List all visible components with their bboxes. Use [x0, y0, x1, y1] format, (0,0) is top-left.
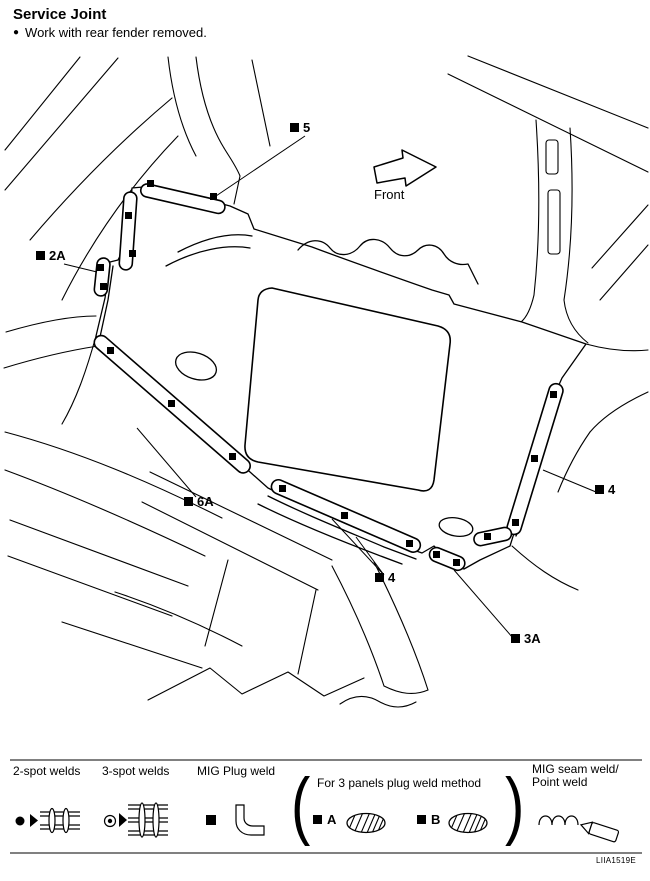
note-text: Work with rear fender removed. — [25, 25, 207, 40]
mig-plug-square-icon — [375, 573, 384, 582]
mig-plug-square-icon — [595, 485, 604, 494]
callout-label: 3A — [524, 631, 541, 646]
body-structure-lines — [3, 55, 649, 708]
legend-migplug-label: MIG Plug weld — [197, 764, 276, 778]
2-spot-weld-symbol — [15, 807, 80, 834]
legend-divider-lines — [10, 759, 642, 854]
3-panels-weld-a-symbol — [346, 812, 386, 834]
panel-a-item: A — [313, 813, 336, 826]
3-spot-weld-symbol — [103, 802, 168, 838]
mig-plug-weld-symbol — [206, 804, 265, 836]
callout-label: 2A — [49, 248, 66, 263]
mig-plug-square-icon — [184, 497, 193, 506]
callout-label: 5 — [303, 120, 311, 135]
paren-close-glyph: ) — [505, 762, 525, 848]
page-title: Service Joint — [13, 6, 107, 23]
legend-3panels-title: For 3 panels plug weld method — [317, 776, 482, 790]
callout-label: 4 — [608, 482, 616, 497]
mig-plug-square-icon — [36, 251, 45, 260]
callout-4-right: 4 — [595, 483, 615, 496]
callout-6a: 6A — [184, 495, 214, 508]
panel-a-label: A — [327, 812, 337, 827]
callout-label: 4 — [388, 570, 396, 585]
mig-plug-square-icon — [290, 123, 299, 132]
legend-3spot-label: 3-spot welds — [102, 764, 170, 778]
panel-b-label: B — [431, 812, 441, 827]
callout-5: 5 — [290, 121, 310, 134]
mig-plug-square-icon — [313, 815, 322, 824]
callout-2a: 2A — [36, 249, 66, 262]
paren-open-glyph: ( — [291, 762, 311, 848]
callout-4-bottom: 4 — [375, 571, 395, 584]
callout-3a: 3A — [511, 632, 541, 645]
mig-seam-weld-symbol — [538, 815, 620, 843]
legend-seam-label-line2: Point weld — [532, 775, 588, 789]
page-note: ● Work with rear fender removed. — [13, 25, 207, 40]
weld-point-markers — [97, 180, 557, 566]
callout-label: 6A — [197, 494, 214, 509]
3-panels-weld-b-symbol — [448, 812, 488, 834]
panel-b-item: B — [417, 813, 440, 826]
mig-plug-square-icon — [417, 815, 426, 824]
front-arrow-icon — [373, 149, 437, 187]
figure-code: LIIA1519E — [596, 856, 637, 865]
callout-leader-lines — [63, 135, 597, 639]
service-panel — [95, 185, 587, 570]
legend-seam-label-line1: MIG seam weld/ — [532, 762, 619, 776]
legend-2spot-label: 2-spot welds — [13, 764, 81, 778]
bullet-icon: ● — [13, 26, 20, 38]
mig-plug-square-icon — [511, 634, 520, 643]
front-direction-label: Front — [374, 187, 405, 202]
